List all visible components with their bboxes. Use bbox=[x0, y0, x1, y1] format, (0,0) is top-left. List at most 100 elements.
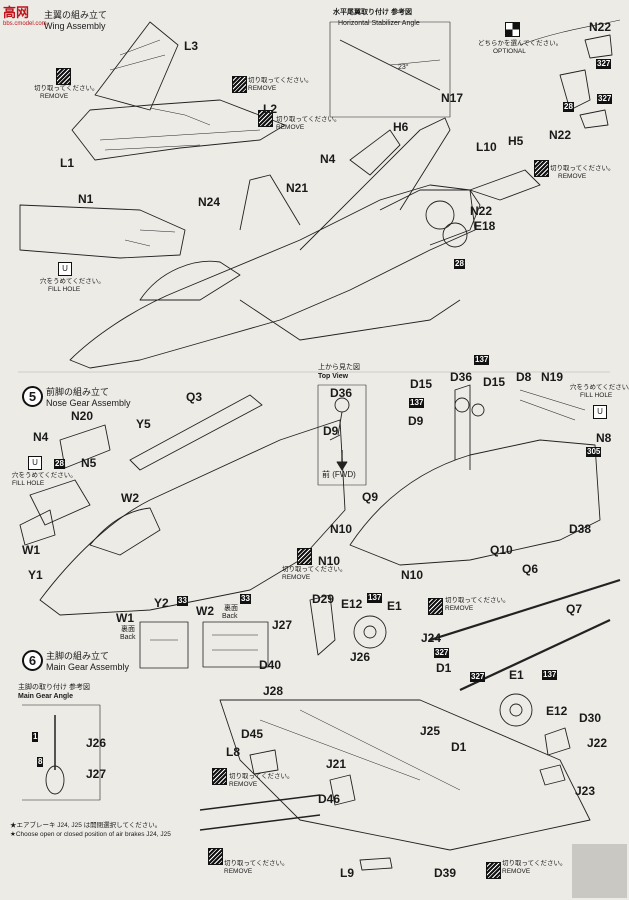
runner-number-badge: 327 bbox=[597, 94, 613, 104]
back-label-jp: 裏面 bbox=[224, 605, 238, 612]
runner-number-badge: 137 bbox=[542, 670, 558, 680]
part-label-n10: N10 bbox=[330, 522, 353, 536]
part-label-j22: J22 bbox=[587, 736, 608, 750]
cut-note-jp: 切り取ってください。 bbox=[34, 85, 99, 92]
main-wheel-right-drawing bbox=[499, 693, 533, 727]
cut-icon bbox=[56, 68, 71, 85]
part-label-e12: E12 bbox=[341, 597, 363, 611]
part-label-d1: D1 bbox=[436, 661, 452, 675]
watermark-title: 高网 bbox=[3, 5, 30, 20]
forward-fuselage-n1-drawing bbox=[19, 204, 186, 259]
main-gear-wing-drawing bbox=[219, 699, 591, 851]
q3-part-drawing bbox=[129, 394, 263, 471]
step4-title: 主翼の組み立て Wing Assembly bbox=[44, 10, 107, 32]
part-label-n22: N22 bbox=[549, 128, 572, 142]
part-label-j26: J26 bbox=[350, 650, 371, 664]
part-label-d36: D36 bbox=[330, 386, 353, 400]
runner-number-badge: 28 bbox=[54, 459, 65, 469]
nose-section-drawing bbox=[39, 419, 346, 616]
optional-jp: どちらかを選んでください。 bbox=[478, 40, 563, 47]
part-label-n4: N4 bbox=[320, 152, 336, 166]
step6-title-jp: 主脚の組み立て bbox=[46, 651, 110, 661]
canopy-drawing bbox=[139, 260, 241, 301]
cut-icon bbox=[232, 76, 247, 93]
optional-en: OPTIONAL bbox=[493, 48, 526, 55]
part-label-e1: E1 bbox=[509, 668, 524, 682]
fill-hole-icon: U bbox=[58, 262, 72, 276]
part-label-j27: J27 bbox=[86, 767, 107, 781]
part-label-n1: N1 bbox=[78, 192, 94, 206]
runner-number-badge: 28 bbox=[563, 102, 574, 112]
main-gear-angle-en: Main Gear Angle bbox=[18, 693, 73, 700]
part-label-y5: Y5 bbox=[136, 417, 151, 431]
part-label-n22: N22 bbox=[470, 204, 493, 218]
part-label-q10: Q10 bbox=[490, 543, 513, 557]
optional-icon bbox=[505, 22, 520, 37]
top-view-en: Top View bbox=[318, 373, 349, 380]
part-label-n24: N24 bbox=[198, 195, 221, 209]
part-label-d40: D40 bbox=[259, 658, 282, 672]
part-label-j28: J28 bbox=[263, 684, 284, 698]
step4-title-jp: 主翼の組み立て bbox=[44, 10, 108, 20]
fuselage-main-drawing bbox=[69, 184, 476, 369]
part-label-y2: Y2 bbox=[154, 596, 169, 610]
part-label-d15: D15 bbox=[483, 375, 506, 389]
cut-icon bbox=[212, 768, 227, 785]
part-label-d46: D46 bbox=[318, 792, 341, 806]
part-label-d9: D9 bbox=[408, 414, 424, 428]
cut-note-jp: 切り取ってください。 bbox=[550, 165, 615, 172]
back-label-en: Back bbox=[120, 634, 136, 641]
runner-number-badge: 8 bbox=[37, 757, 44, 767]
cut-icon bbox=[486, 862, 501, 879]
part-label-d15: D15 bbox=[410, 377, 433, 391]
part-label-h5: H5 bbox=[508, 134, 524, 148]
n22-part-drawing bbox=[559, 69, 591, 111]
part-label-n5: N5 bbox=[81, 456, 97, 470]
step4-title-en: Wing Assembly bbox=[44, 20, 106, 31]
back-label-jp: 裏面 bbox=[121, 626, 135, 633]
part-label-d39: D39 bbox=[434, 866, 457, 880]
part-label-q9: Q9 bbox=[362, 490, 379, 504]
step6-title: 主脚の組み立て Main Gear Assembly bbox=[46, 651, 129, 673]
part-label-w1: W1 bbox=[22, 543, 40, 557]
back-label-en: Back bbox=[222, 613, 238, 620]
cut-note-en: REMOVE bbox=[445, 605, 474, 612]
runner-number-badge: 327 bbox=[470, 672, 486, 682]
vertical-tail-drawing bbox=[299, 117, 451, 251]
cut-icon bbox=[258, 110, 273, 127]
part-label-l10: L10 bbox=[476, 140, 497, 154]
cut-note-jp: 切り取ってください。 bbox=[224, 860, 289, 867]
cut-note-jp: 切り取ってください。 bbox=[229, 773, 294, 780]
part-label-h6: H6 bbox=[393, 120, 409, 134]
part-label-n10: N10 bbox=[401, 568, 424, 582]
nose-gear-door-drawing bbox=[59, 424, 111, 469]
footnote-jp: ★エアブレーキ J24, J25 は開閉選択してください。 bbox=[10, 822, 162, 829]
part-label-y1: Y1 bbox=[28, 568, 43, 582]
part-label-d45: D45 bbox=[241, 727, 264, 741]
cut-note-en: REMOVE bbox=[229, 781, 258, 788]
runner-number-badge: 33 bbox=[177, 596, 188, 606]
fill-hole-icon: U bbox=[28, 456, 42, 470]
part-label-l3: L3 bbox=[184, 39, 199, 53]
part-label-d29: D29 bbox=[312, 592, 335, 606]
cut-icon bbox=[534, 160, 549, 177]
runner-number-badge: 137 bbox=[367, 593, 383, 603]
fill-hole-jp: 穴をうめてください。 bbox=[12, 472, 77, 479]
runner-number-badge: 33 bbox=[240, 594, 251, 604]
part-label-e12: E12 bbox=[546, 704, 568, 718]
part-label-q6: Q6 bbox=[522, 562, 539, 576]
fill-hole-en: FILL HOLE bbox=[48, 286, 81, 293]
runner-number-badge: 305 bbox=[586, 447, 602, 457]
fill-hole-en: FILL HOLE bbox=[12, 480, 45, 487]
watermark-url: bbs.cmodel.com bbox=[3, 21, 47, 27]
runner-number-badge: 327 bbox=[434, 648, 450, 658]
cut-note-en: REMOVE bbox=[276, 124, 305, 131]
step5-number: 5 bbox=[22, 386, 43, 407]
cut-note-en: REMOVE bbox=[282, 574, 311, 581]
part-label-j25: J25 bbox=[420, 724, 441, 738]
runner-number-badge: 1 bbox=[32, 732, 39, 742]
part-label-j24: J24 bbox=[421, 631, 442, 645]
part-label-n4: N4 bbox=[33, 430, 49, 444]
